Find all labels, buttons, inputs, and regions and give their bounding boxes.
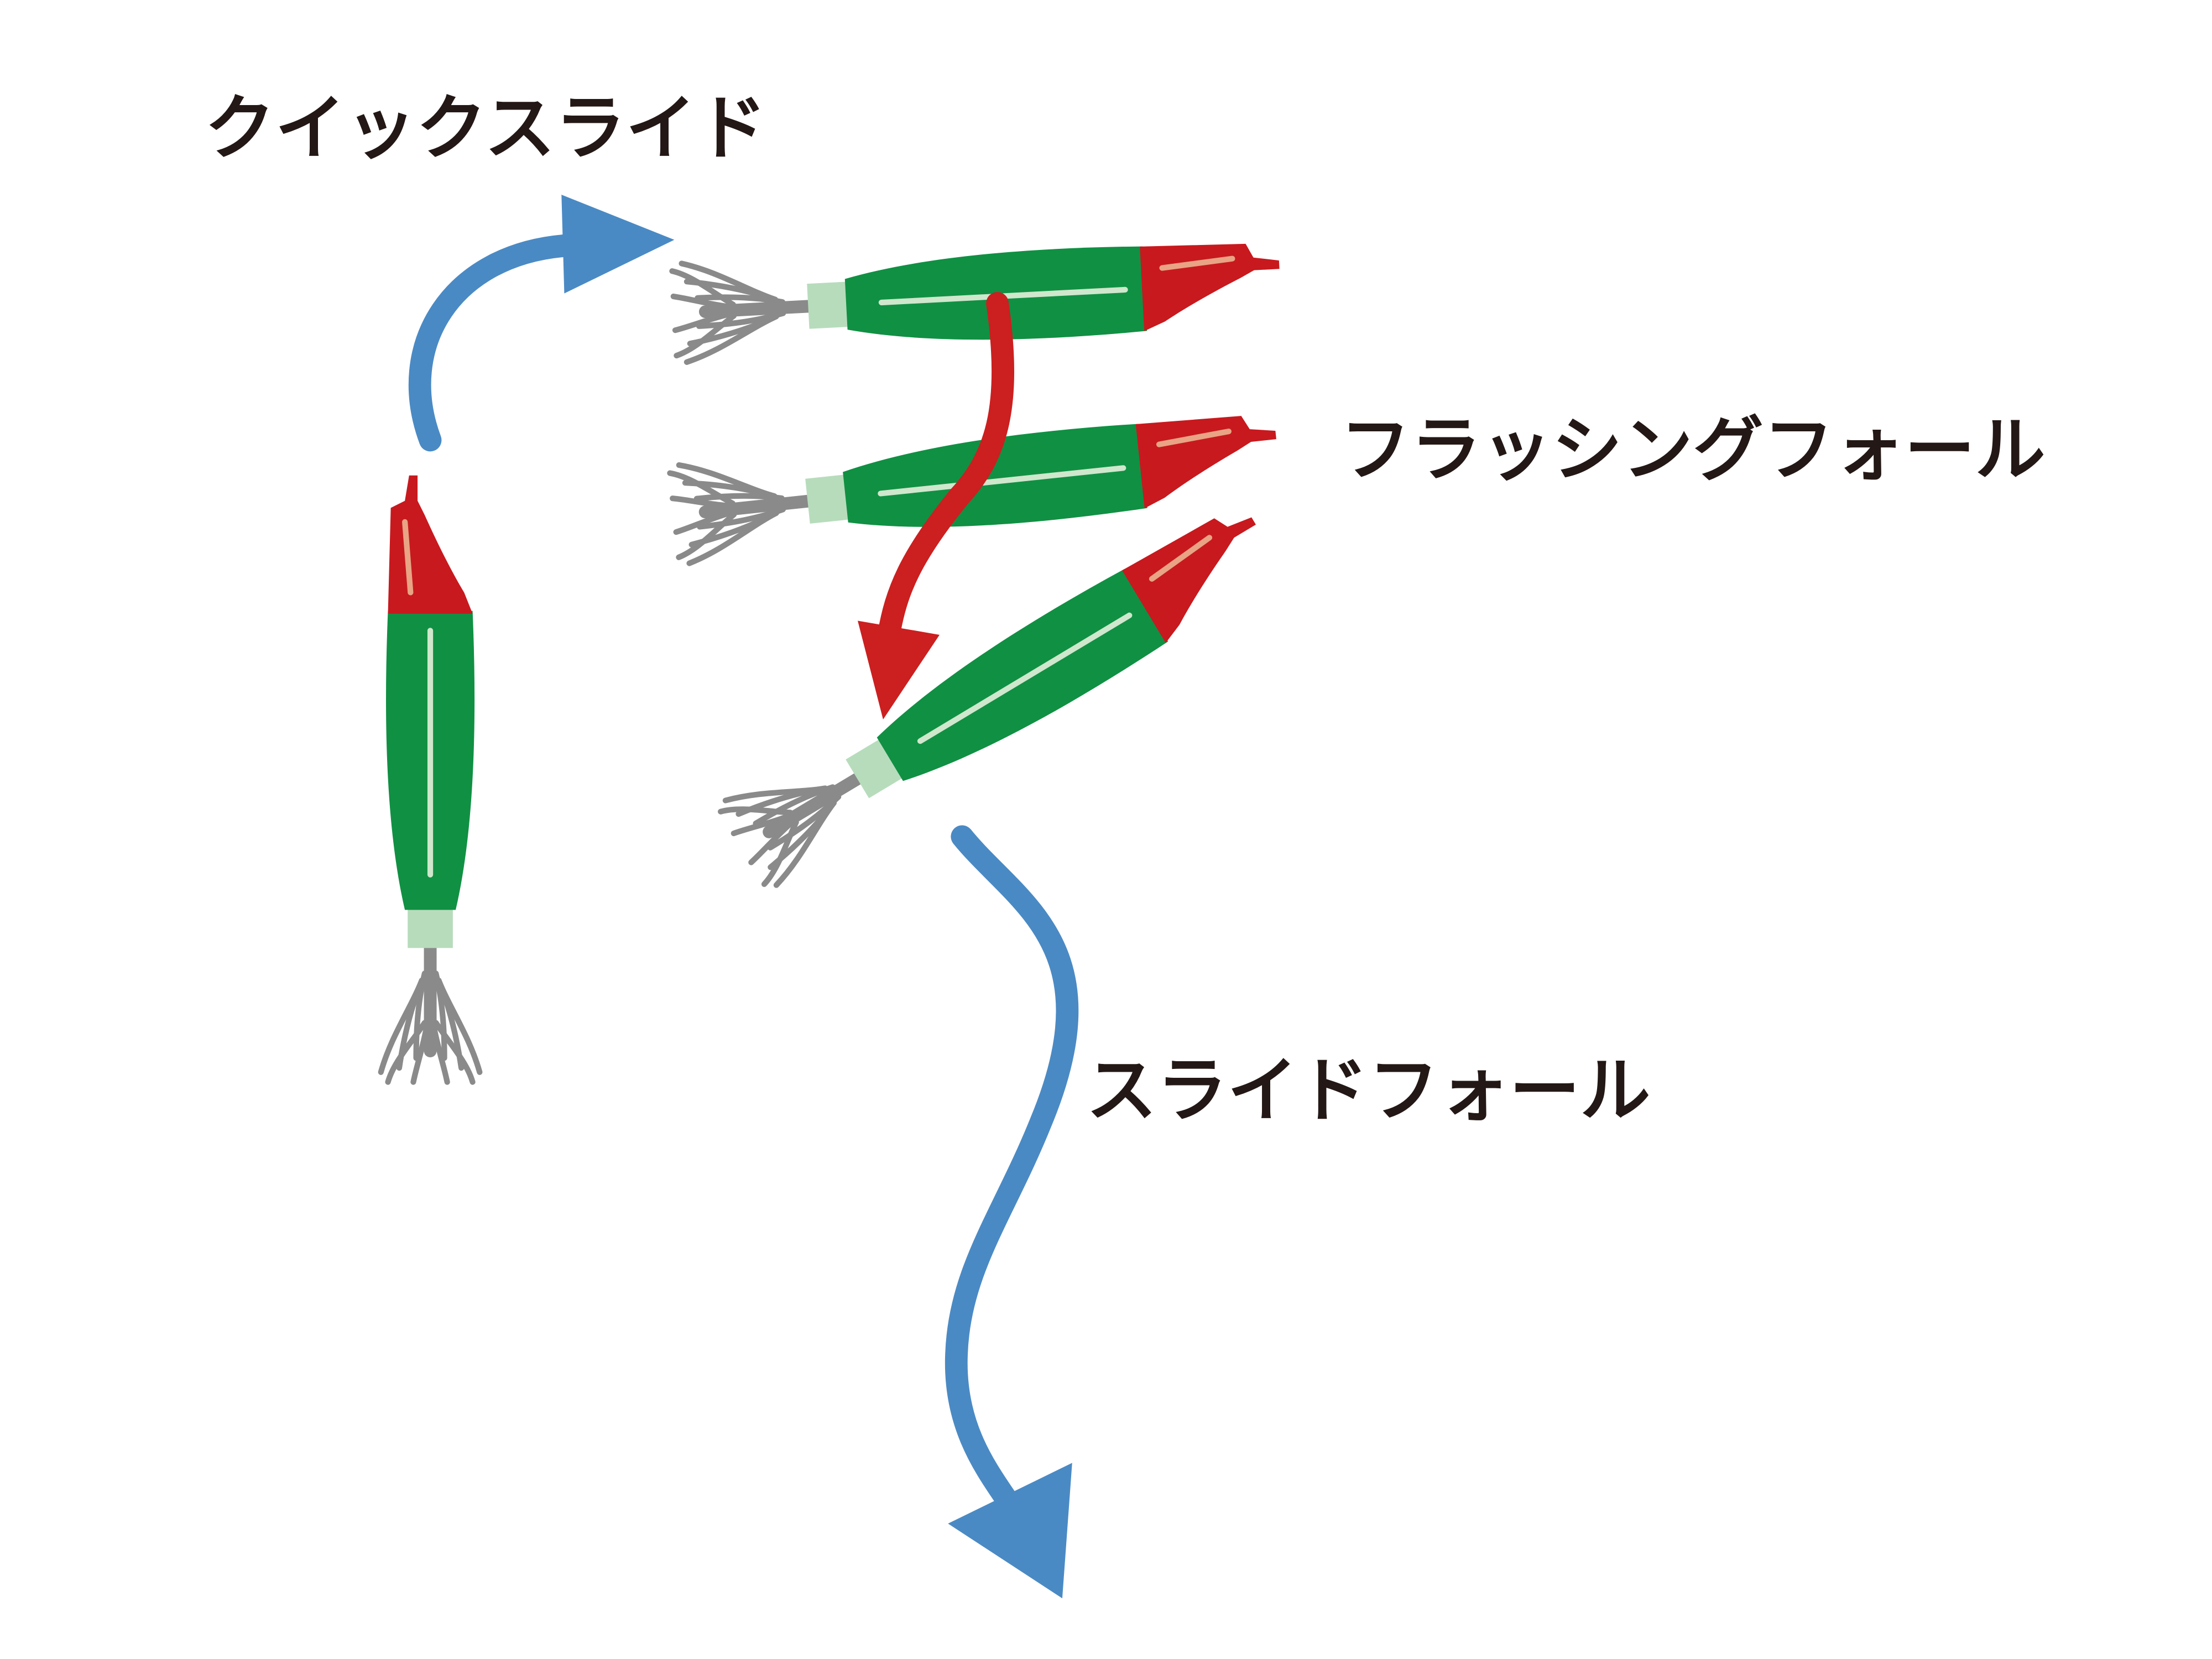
label-flashing-fall: フラッシングフォール bbox=[1340, 409, 2045, 491]
label-quick-slide: クイックスライド bbox=[205, 88, 767, 170]
quick-slide-arrow bbox=[408, 195, 675, 452]
jig-position-3 bbox=[717, 493, 1288, 890]
flashing-fall-arrow bbox=[858, 292, 1015, 720]
jig-vertical bbox=[381, 476, 480, 1082]
arrowhead-icon bbox=[948, 1463, 1072, 1599]
jig-position-1 bbox=[672, 232, 1283, 363]
label-slide-fall: スライドフォール bbox=[1086, 1050, 1650, 1131]
slide-fall-arrow bbox=[945, 825, 1079, 1599]
arrowhead-icon bbox=[858, 620, 940, 720]
arrowhead-icon bbox=[561, 195, 675, 294]
